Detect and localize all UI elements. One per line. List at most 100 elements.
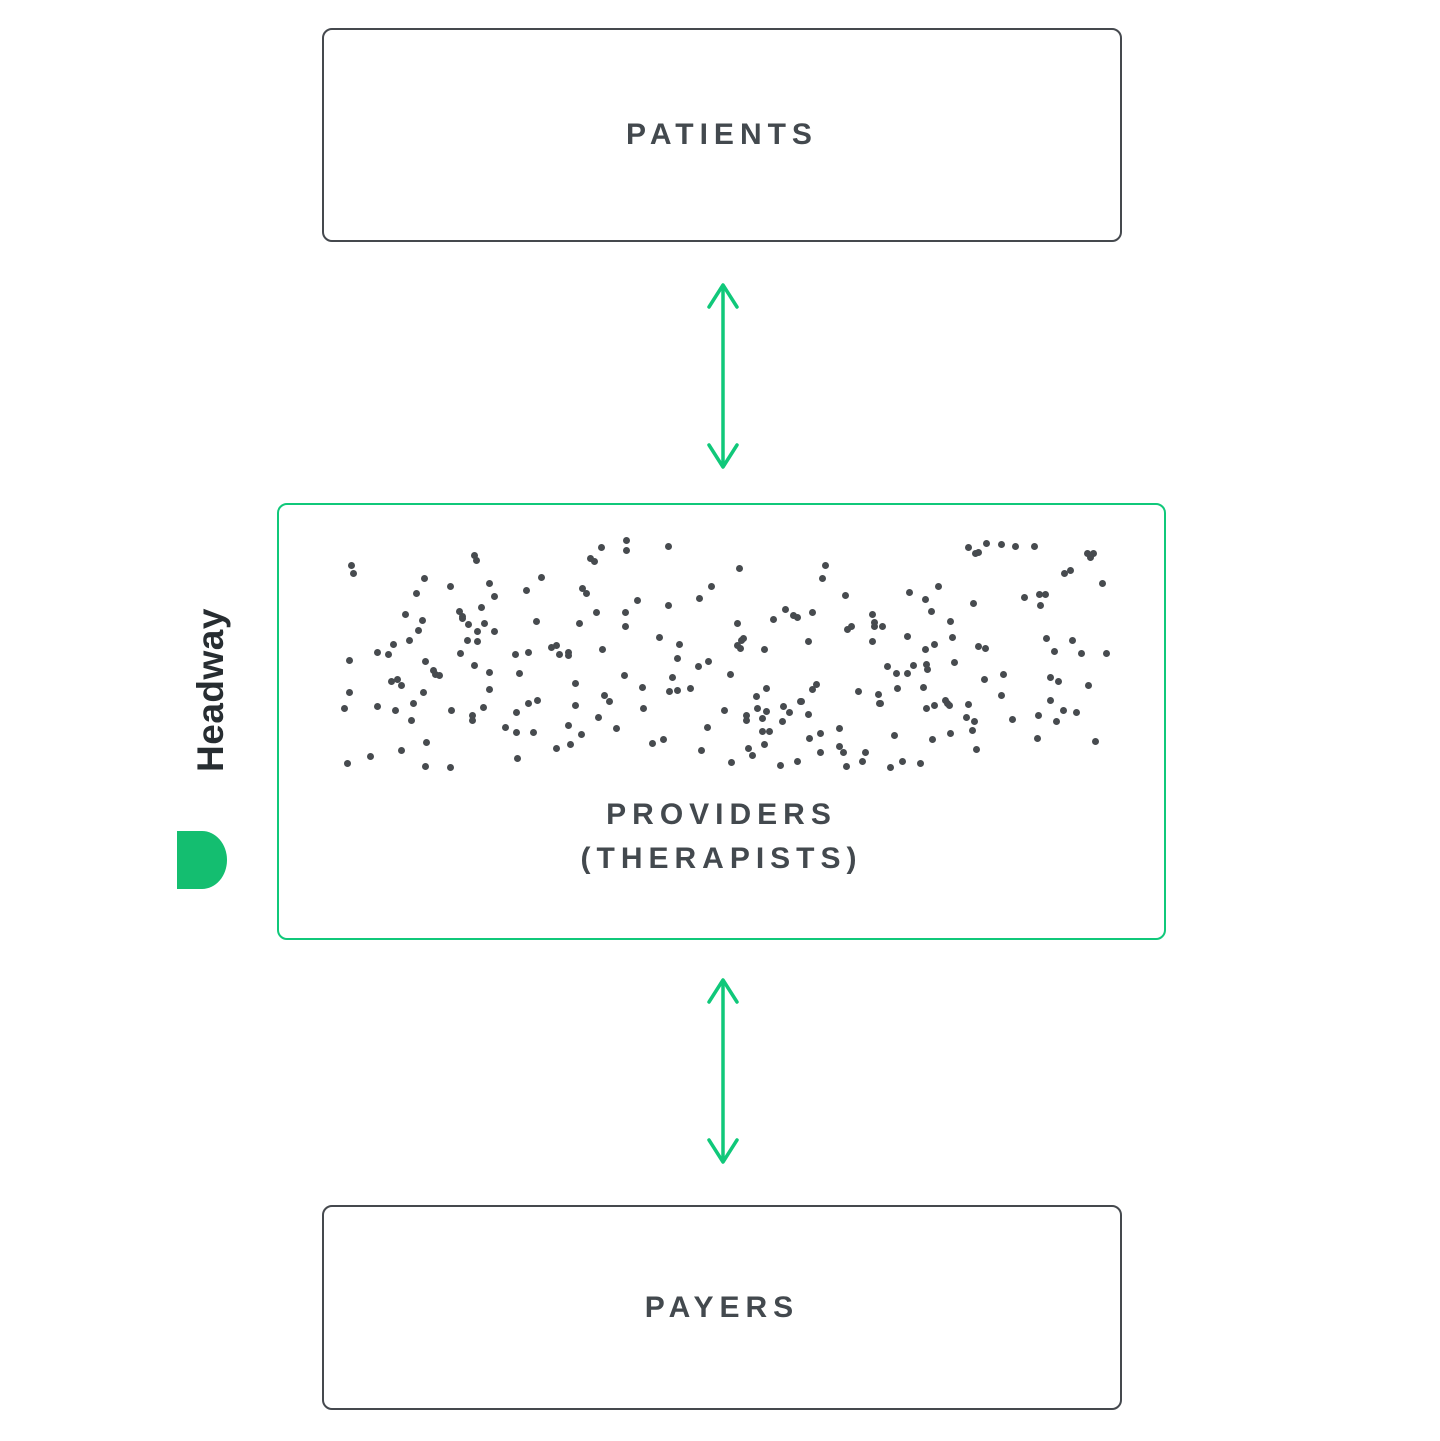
provider-dot bbox=[597, 544, 605, 552]
headway-wordmark: Headway bbox=[190, 608, 231, 772]
provider-dot bbox=[459, 613, 467, 621]
provider-dot bbox=[927, 608, 935, 616]
provider-dot bbox=[752, 692, 760, 700]
provider-dot bbox=[758, 728, 766, 736]
provider-dot bbox=[835, 742, 843, 750]
provider-dot bbox=[734, 620, 742, 628]
provider-dot bbox=[761, 741, 769, 749]
provider-dot bbox=[553, 641, 561, 649]
provider-dot bbox=[818, 574, 826, 582]
provider-dot bbox=[478, 604, 486, 612]
provider-dot bbox=[572, 680, 579, 688]
provider-dot bbox=[808, 685, 816, 693]
provider-dot bbox=[797, 697, 805, 705]
provider-dot bbox=[418, 617, 426, 625]
provider-dot bbox=[1092, 737, 1100, 745]
provider-dot bbox=[910, 662, 918, 670]
provider-dot bbox=[1054, 678, 1062, 686]
provider-dot bbox=[623, 546, 631, 554]
provider-dot bbox=[446, 583, 454, 591]
provider-dot bbox=[479, 704, 487, 712]
provider-dot bbox=[742, 712, 750, 720]
provider-dot bbox=[1011, 543, 1019, 550]
provider-dot bbox=[346, 657, 353, 665]
provider-dot bbox=[392, 707, 400, 715]
provider-dot bbox=[1046, 674, 1054, 682]
provider-dot bbox=[622, 537, 630, 545]
provider-dot bbox=[586, 555, 594, 563]
provider-dot bbox=[758, 714, 766, 722]
provider-dot bbox=[998, 541, 1006, 549]
provider-dot bbox=[413, 589, 421, 597]
provider-dot bbox=[1060, 569, 1068, 577]
provider-dot bbox=[777, 762, 785, 770]
provider-dot bbox=[420, 689, 428, 697]
provider-dot bbox=[840, 748, 848, 756]
provider-dot bbox=[842, 763, 850, 770]
provider-dot bbox=[859, 758, 867, 765]
providers-label: PROVIDERS (THERAPISTS) bbox=[279, 793, 1164, 881]
provider-dot bbox=[836, 724, 844, 732]
provider-dot bbox=[1035, 591, 1043, 599]
provider-dot bbox=[922, 705, 930, 713]
provider-dot bbox=[537, 573, 545, 581]
provider-dot bbox=[922, 596, 929, 604]
provider-dot bbox=[708, 582, 715, 590]
provider-dot bbox=[964, 543, 972, 551]
provider-dot bbox=[599, 645, 606, 653]
provider-dot bbox=[805, 735, 813, 743]
provider-dot bbox=[474, 627, 482, 635]
provider-dot bbox=[415, 627, 423, 635]
provider-dot bbox=[512, 709, 520, 717]
provider-dot bbox=[1034, 735, 1042, 743]
provider-dot bbox=[463, 636, 471, 644]
provider-dot bbox=[779, 718, 787, 726]
provider-dot bbox=[920, 684, 928, 692]
provider-dot bbox=[1046, 696, 1054, 704]
provider-dot bbox=[942, 696, 950, 704]
provider-dot bbox=[753, 705, 761, 713]
provider-dot bbox=[420, 574, 428, 582]
provider-dot bbox=[878, 623, 886, 631]
provider-dot bbox=[397, 681, 405, 689]
provider-dot bbox=[595, 713, 602, 721]
provider-dot bbox=[472, 556, 480, 564]
provider-dot bbox=[548, 643, 556, 651]
provider-dot bbox=[905, 588, 913, 596]
provider-dot bbox=[779, 703, 787, 711]
provider-dot bbox=[673, 686, 681, 694]
patients-providers-arrow-icon bbox=[707, 283, 739, 469]
provider-dot bbox=[668, 674, 676, 682]
provider-dot bbox=[769, 616, 777, 624]
provider-dot bbox=[698, 746, 706, 754]
provider-dot bbox=[968, 726, 976, 734]
provider-dot bbox=[947, 617, 955, 625]
provider-dot bbox=[571, 701, 579, 709]
provider-dot bbox=[887, 763, 895, 771]
provider-dot bbox=[981, 644, 989, 652]
provider-dot bbox=[793, 613, 801, 621]
provider-dot bbox=[765, 727, 773, 735]
provider-dot bbox=[620, 671, 628, 679]
provider-dot bbox=[1059, 707, 1067, 714]
provider-dot bbox=[812, 681, 820, 689]
provider-dot bbox=[1078, 649, 1086, 657]
provider-dot bbox=[436, 671, 443, 679]
payers-box: PAYERS bbox=[322, 1205, 1122, 1410]
providers-label-line1: PROVIDERS bbox=[606, 798, 837, 831]
provider-dot bbox=[1050, 648, 1058, 656]
provider-dot bbox=[816, 730, 824, 737]
provider-dot bbox=[898, 757, 906, 765]
provider-dot bbox=[465, 621, 473, 629]
provider-dot bbox=[923, 665, 931, 673]
provider-dot bbox=[744, 745, 752, 753]
provider-dot bbox=[593, 608, 600, 616]
provider-dot bbox=[983, 540, 991, 548]
provider-dot bbox=[660, 735, 668, 743]
provider-dot bbox=[394, 676, 402, 684]
provider-dot bbox=[946, 701, 953, 709]
provider-dot bbox=[1067, 567, 1075, 575]
provider-dot bbox=[512, 651, 520, 658]
provider-dot bbox=[761, 646, 769, 653]
provider-dot bbox=[694, 662, 702, 670]
